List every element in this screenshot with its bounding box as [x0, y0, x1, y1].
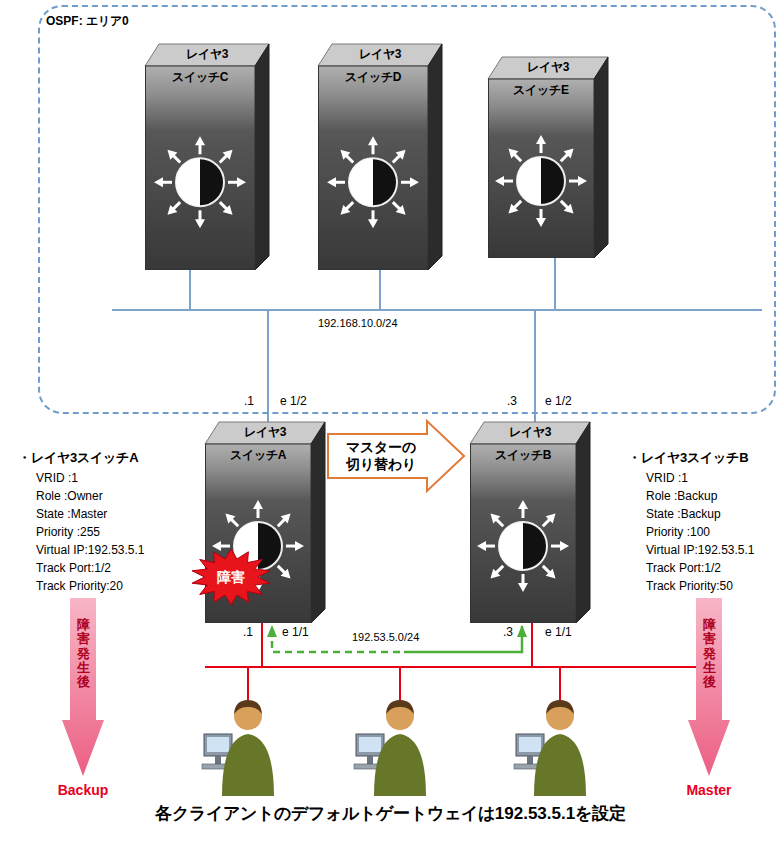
l3-switch: レイヤ3 スイッチD: [318, 42, 442, 270]
vrrp-setting: Role :Owner: [36, 489, 103, 504]
vrrp-setting: State :Master: [36, 507, 107, 522]
failure-burst: 障害: [190, 548, 272, 606]
vrrp-setting: VRID :1: [646, 471, 688, 486]
switch-name: スイッチD: [345, 70, 402, 85]
subnet-label: 192.53.5.0/24: [352, 630, 419, 644]
vrrp-setting: Priority :100: [646, 525, 710, 540]
vrrp-setting: Track Port:1/2: [646, 561, 721, 576]
failure-label: 障害: [217, 569, 245, 585]
traffic-arrow: [272, 626, 522, 652]
state-label: Master: [686, 782, 731, 799]
state-arrow-label: 障害発生後: [703, 618, 716, 689]
switch-layer: レイヤ3: [359, 47, 402, 62]
switch-name: スイッチC: [172, 70, 229, 85]
state-label: Backup: [58, 782, 109, 799]
lan-bus: [205, 620, 700, 705]
info-heading: ・レイヤ3スイッチB: [628, 450, 749, 466]
port-label: e 1/2: [545, 394, 572, 409]
vrrp-setting: Virtual IP:192.53.5.1: [36, 543, 145, 558]
switch-name: スイッチA: [230, 448, 287, 463]
vrrp-setting: Track Port:1/2: [36, 561, 111, 576]
info-heading: ・レイヤ3スイッチA: [18, 450, 139, 466]
ip-suffix: .3: [507, 394, 517, 409]
switch-layer: レイヤ3: [509, 425, 552, 440]
arrow-label: マスターの 切り替わり: [343, 439, 419, 473]
ip-suffix: .1: [244, 394, 254, 409]
switch-layer: レイヤ3: [527, 60, 570, 75]
l3-switch: レイヤ3 スイッチB: [470, 420, 590, 623]
switch-layer: レイヤ3: [186, 47, 229, 62]
switch-name: スイッチE: [513, 83, 569, 98]
port-label: e 1/1: [545, 625, 572, 640]
vrrp-setting: State :Backup: [646, 507, 721, 522]
state-arrow: 障害発生後: [688, 598, 730, 776]
switch-layer: レイヤ3: [244, 425, 287, 440]
l3-switch: レイヤ3 スイッチE: [488, 55, 608, 258]
caption: 各クライアントのデフォルトゲートウェイは192.53.5.1を設定: [155, 803, 626, 825]
vrrp-setting: Track Priority:20: [36, 579, 123, 594]
state-arrow-label: 障害発生後: [77, 618, 90, 689]
client-icon: [202, 700, 586, 796]
failover-arrow: マスターの 切り替わり: [327, 420, 465, 492]
subnet-label: 192.168.10.0/24: [318, 316, 398, 330]
ospf-area: OSPF: エリア0 レイヤ3 スイッチC レイヤ3 スイッチD レイヤ3 スイッチE: [38, 5, 776, 414]
vrrp-setting: Virtual IP:192.53.5.1: [646, 543, 755, 558]
area-label: OSPF: エリア0: [46, 13, 129, 30]
port-label: e 1/1: [282, 625, 309, 640]
vrrp-setting: Role :Backup: [646, 489, 717, 504]
switch-name: スイッチB: [495, 448, 552, 463]
vrrp-setting: VRID :1: [36, 471, 78, 486]
state-arrow: 障害発生後: [62, 598, 104, 776]
l3-switch: レイヤ3 スイッチC: [145, 42, 269, 270]
port-label: e 1/2: [280, 394, 307, 409]
vrrp-setting: Track Priority:50: [646, 579, 733, 594]
ip-suffix: .1: [243, 625, 253, 640]
vrrp-setting: Priority :255: [36, 525, 100, 540]
ospf-bus: [112, 256, 762, 424]
ip-suffix: .3: [503, 625, 513, 640]
